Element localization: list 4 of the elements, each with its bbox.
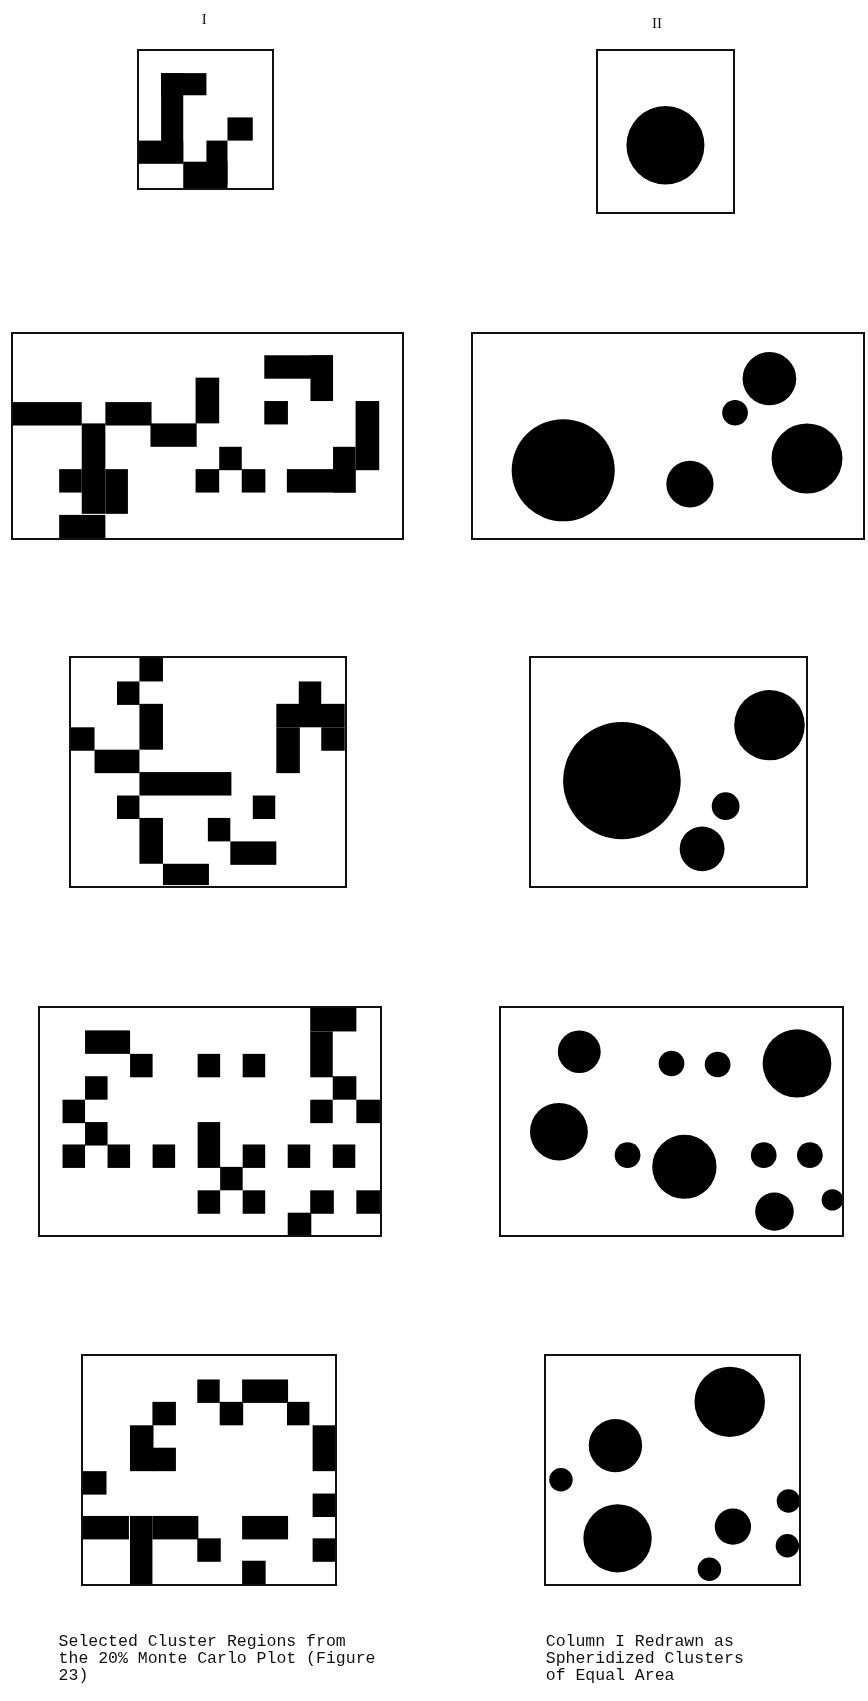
- caption: Selected Cluster Regions from the 20% Monte Carlo Plot (Figure 23): [58, 1632, 377, 1684]
- caption: Column I Redrawn as Spheridized Clusters of Equal Area: [545, 1632, 745, 1684]
- column-heading: I: [201, 10, 207, 28]
- column-heading: II: [652, 15, 663, 33]
